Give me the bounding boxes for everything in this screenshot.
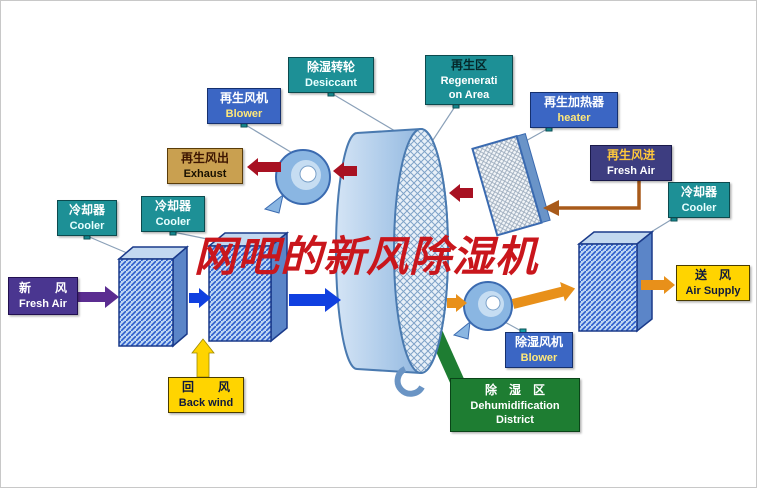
label-cooler-left-inner-zh: 冷却器	[154, 199, 191, 214]
label-regen-fresh-air-en: Fresh Air	[607, 164, 655, 177]
fan-hub	[485, 295, 501, 311]
arrow-fresh-air-purple	[77, 286, 119, 308]
label-cooler-left-outer-en: Cooler	[69, 219, 105, 232]
label-dehumid-district-en2: District	[496, 413, 534, 426]
label-cooler-left-inner: 冷却器 Cooler	[141, 196, 205, 232]
cooler-unit-left-outer	[116, 245, 190, 348]
wheel-segment-piece	[394, 366, 425, 397]
label-regen-heater-en: heater	[557, 111, 591, 124]
cooler-unit-right	[576, 230, 655, 333]
arrow-regen-inlet-head	[543, 200, 559, 216]
label-regen-area-en1: Regenerati	[440, 74, 498, 87]
label-dehumid-district: 除 湿 区 Dehumidification District	[450, 378, 580, 432]
label-cooler-left-outer: 冷却器 Cooler	[57, 200, 117, 236]
label-air-supply-en: Air Supply	[685, 284, 741, 297]
label-cooler-left-outer-zh: 冷却器	[68, 203, 105, 218]
connector-desiccant	[330, 92, 396, 132]
label-fresh-air: 新 风 Fresh Air	[8, 277, 78, 315]
connector-regen-blower	[243, 123, 295, 155]
cooler-side	[172, 245, 188, 348]
fan-scroll	[452, 320, 471, 340]
label-air-supply-zh: 送 风	[694, 268, 731, 283]
label-regen-blower-zh: 再生风机	[219, 91, 268, 106]
dehumid-blower-fan	[452, 281, 513, 340]
label-cooler-left-inner-en: Cooler	[155, 215, 191, 228]
label-regen-heater: 再生加热器 heater	[530, 92, 618, 128]
label-regen-area-en2: on Area	[448, 88, 490, 101]
label-dehumid-district-en1: Dehumidification	[470, 399, 560, 412]
label-back-wind-zh: 回 风	[181, 380, 230, 395]
arrow-process-blue-2	[289, 288, 341, 312]
heater-face	[471, 134, 543, 237]
arrow-shape	[511, 281, 576, 309]
wheel-face	[393, 128, 449, 374]
label-fresh-air-zh: 新 风	[18, 281, 67, 296]
label-regen-heater-zh: 再生加热器	[543, 95, 604, 110]
desiccant-wheel	[335, 127, 449, 397]
heater-unit	[471, 133, 551, 237]
regen-blower-fan	[263, 149, 331, 214]
fan-hub	[299, 165, 317, 183]
connector-lines	[86, 92, 675, 333]
connector-regen-area	[430, 104, 457, 144]
label-desiccant-en: Desiccant	[305, 76, 357, 89]
watermark-title: 网吧的新风除湿机	[194, 232, 539, 281]
label-regen-blower: 再生风机 Blower	[207, 88, 281, 124]
label-air-supply: 送 风 Air Supply	[676, 265, 750, 301]
arrow-regen-red-1	[333, 162, 357, 180]
arrow-supply-orange-2	[511, 281, 576, 309]
label-exhaust-zh: 再生风出	[180, 151, 229, 166]
regen-inlet-path	[557, 181, 641, 210]
label-regen-fresh-air: 再生风进 Fresh Air	[590, 145, 672, 181]
label-regen-area: 再生区 Regenerati on Area	[425, 55, 513, 105]
cooler-face	[208, 245, 272, 342]
cooler-face	[118, 258, 174, 347]
connector-cooler-left-inner	[172, 231, 218, 242]
connector-cooler-left-outer	[86, 235, 128, 254]
label-dehumid-district-zh: 除 湿 区	[484, 382, 545, 397]
label-exhaust: 再生风出 Exhaust	[167, 148, 243, 184]
label-back-wind: 回 风 Back wind	[168, 377, 244, 413]
label-fresh-air-en: Fresh Air	[19, 297, 67, 310]
label-back-wind-en: Back wind	[178, 396, 234, 409]
arrow-process-blue-1	[189, 288, 211, 308]
label-dehumid-blower-zh: 除湿风机	[514, 335, 563, 350]
arrow-regen-red-2	[247, 158, 281, 176]
label-exhaust-en: Exhaust	[183, 167, 227, 180]
label-regen-fresh-air-zh: 再生风进	[606, 148, 655, 163]
label-desiccant: 除湿转轮 Desiccant	[288, 57, 374, 93]
arrow-regen-red-3	[449, 184, 473, 202]
arrow-supply-orange-3	[641, 276, 675, 294]
cooler-face	[578, 243, 638, 332]
arrow-back-wind-yellow	[191, 338, 215, 378]
fan-scroll	[263, 193, 284, 214]
label-desiccant-zh: 除湿转轮	[306, 60, 355, 75]
label-regen-area-zh: 再生区	[450, 57, 487, 72]
label-cooler-right-zh: 冷却器	[680, 185, 717, 200]
cooler-unit-left-inner	[206, 231, 290, 343]
label-dehumid-blower: 除湿风机 Blower	[505, 332, 573, 368]
arrow-supply-orange-1	[447, 294, 467, 312]
label-cooler-right-en: Cooler	[681, 201, 717, 214]
label-cooler-right: 冷却器 Cooler	[668, 182, 730, 218]
label-regen-blower-en: Blower	[225, 107, 263, 120]
label-dehumid-blower-en: Blower	[520, 351, 558, 364]
